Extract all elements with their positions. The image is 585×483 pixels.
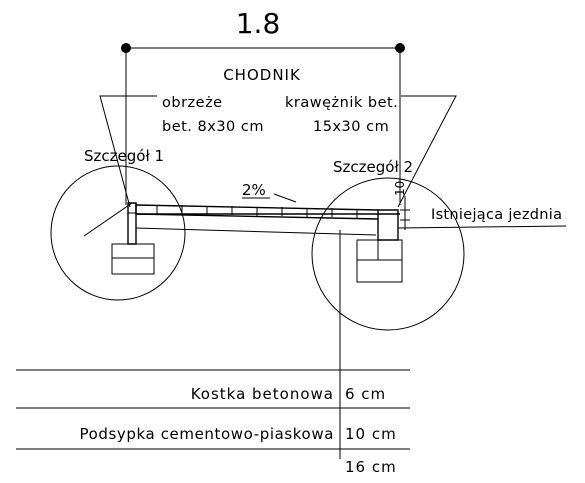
curb-label-line1: krawężnik bet. xyxy=(285,95,398,111)
detail-1-circle xyxy=(50,165,186,301)
slope-label: 2% xyxy=(242,181,266,199)
dimension-value: 1.8 xyxy=(236,7,281,40)
curb-offset-label: 10 xyxy=(393,181,407,196)
detail-2-circle xyxy=(311,177,465,331)
edging-label-line2: bet. 8x30 cm xyxy=(162,119,264,135)
layer-2-thickness: 10 cm xyxy=(345,425,397,443)
curb-offset-dimension: 10 xyxy=(393,181,410,230)
total-thickness: 16 cm xyxy=(345,458,397,476)
edging-label-line1: obrzeże xyxy=(162,95,223,111)
road-label: Istniejąca jezdnia xyxy=(431,207,562,223)
leader-lines xyxy=(99,95,457,208)
layer-2-name: Podsypka cementowo-piaskowa xyxy=(79,425,334,443)
detail-1-label: Szczegół 1 xyxy=(84,147,164,165)
layer-1-name: Kostka betonowa xyxy=(191,385,334,403)
layer-1-thickness: 6 cm xyxy=(345,385,386,403)
sidewalk-title: CHODNIK xyxy=(223,66,301,84)
layer-table: Kostka betonowa 6 cm Podsypka cementowo-… xyxy=(16,369,410,476)
detail-2-label: Szczegół 2 xyxy=(333,158,413,176)
road-surface-line xyxy=(397,225,567,229)
pavement-section xyxy=(111,202,403,283)
curb-label-line2: 15x30 cm xyxy=(313,119,389,135)
